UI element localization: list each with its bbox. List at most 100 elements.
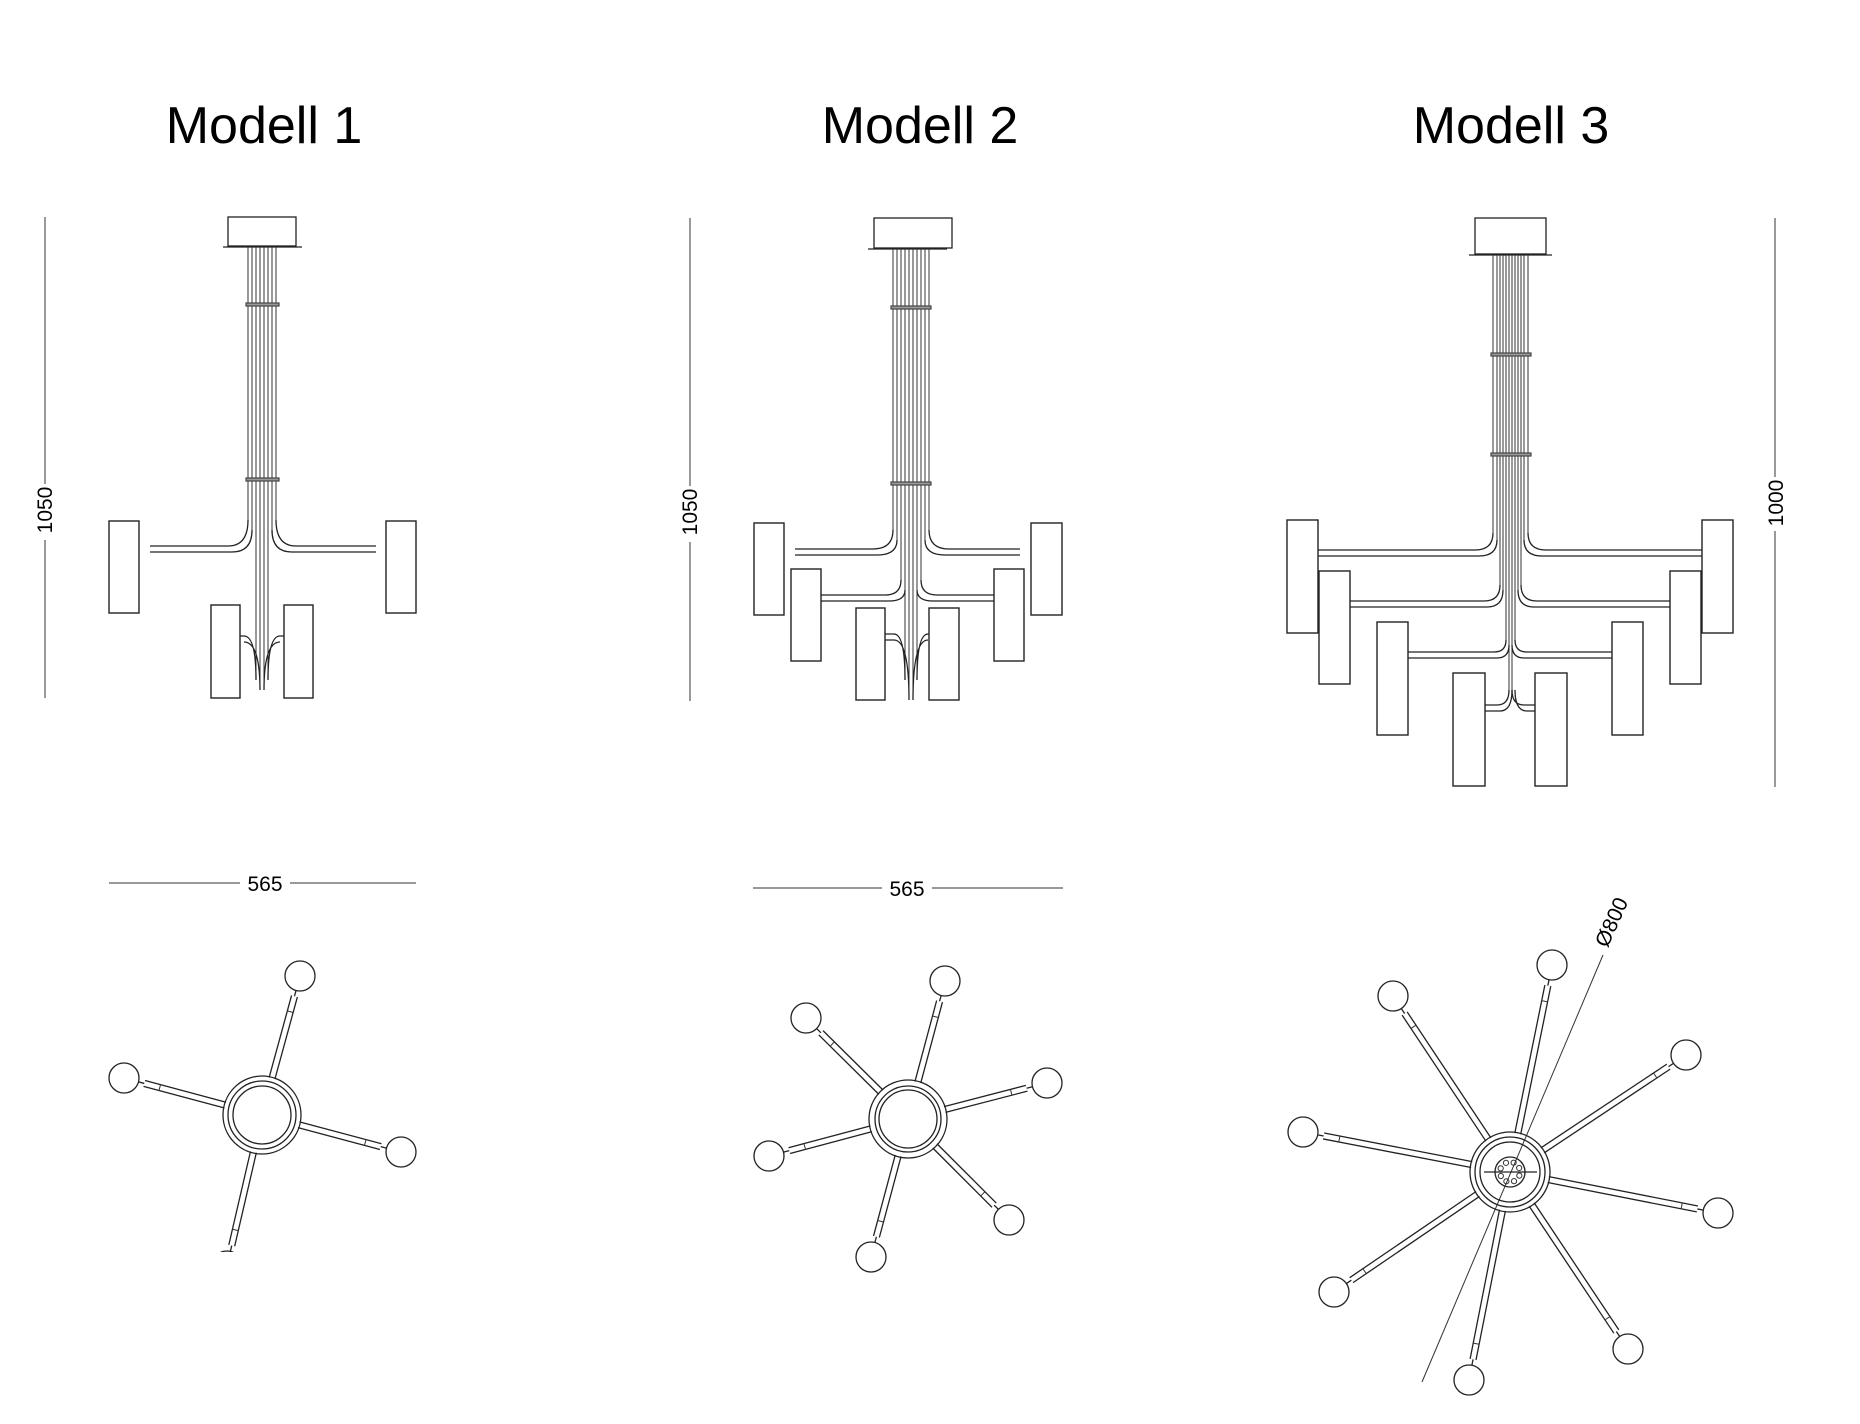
globe (1612, 1333, 1644, 1365)
mount-hole (1510, 1159, 1517, 1166)
globe (753, 1140, 785, 1172)
model-1-canopy (227, 216, 297, 247)
arm (138, 1079, 227, 1109)
model-2-top-view: 565 (753, 875, 1063, 1273)
arm (228, 1151, 257, 1252)
model-3-arm (1511, 689, 1545, 712)
arm (268, 990, 298, 1080)
hub-ring (232, 1085, 292, 1145)
model-3-arm (1511, 639, 1612, 659)
arm (943, 1084, 1033, 1114)
model-3-diameter-dimension-line (1421, 954, 1604, 1383)
model-2-lamp-shade (993, 568, 1025, 662)
arm (783, 1125, 873, 1155)
model-2-lamp-shade (928, 607, 960, 701)
arm (1514, 979, 1552, 1135)
mount-hole (1502, 1159, 1510, 1166)
globe (993, 1204, 1025, 1236)
model-1-stem (247, 247, 277, 690)
model-1-arm-bottom-right (263, 635, 284, 691)
mount-hole (1503, 1178, 1510, 1185)
hub-ring (1469, 1131, 1551, 1213)
model-3-lamp-shade (1376, 621, 1409, 736)
model-2-front-view: 1050 (675, 217, 1063, 701)
model-3-lamp-shade (1669, 570, 1702, 685)
mount-hole (1497, 1165, 1504, 1172)
hub-ring (227, 1080, 297, 1150)
model-1-lamp-shade (385, 520, 417, 614)
globe (1377, 980, 1409, 1012)
model-3-lamp-shade (1286, 519, 1319, 634)
model-3-top-arms (1287, 949, 1734, 1396)
model-2-arm (821, 579, 906, 602)
dim-gap (30, 484, 60, 540)
hub-ring (1479, 1141, 1541, 1203)
model-3-lamp-shade (1611, 621, 1644, 736)
model-1-stem-ring (245, 302, 280, 307)
hub-ring (878, 1089, 938, 1149)
model-1-width-label: 565 (247, 873, 282, 896)
globe (1031, 1067, 1063, 1099)
model-1-title: Modell 1 (166, 97, 363, 155)
model-3-canopy (1474, 217, 1547, 255)
model-1-lamp-shade (108, 520, 140, 614)
model-3-lamp-shade (1534, 672, 1568, 787)
globe (1536, 949, 1568, 981)
model-3-arm (1318, 532, 1498, 557)
hub-ring (874, 1085, 942, 1153)
model-3-front-view: 1000 (1286, 217, 1790, 787)
arm (932, 1143, 999, 1210)
arm (297, 1121, 387, 1151)
model-2-lamp-shade (790, 568, 822, 662)
model-1-height-label: 1050 (34, 487, 57, 534)
arm (1400, 1008, 1492, 1142)
model-3-stem-ring (1490, 352, 1532, 357)
model-2-top-arms (753, 965, 1063, 1273)
globe (1318, 1276, 1350, 1308)
arm (1469, 1209, 1507, 1366)
model-3-arm (1523, 532, 1702, 557)
globe (385, 1136, 417, 1168)
model-3-arm (1350, 584, 1504, 608)
arm (816, 1028, 884, 1095)
globe (108, 1062, 140, 1094)
mount-hole (1516, 1172, 1523, 1179)
model-2-title: Modell 2 (822, 97, 1019, 155)
model-1-top-view: 565 (108, 870, 417, 1252)
model-2-stem-ring (890, 305, 932, 310)
model-3-arm (1408, 639, 1510, 659)
model-3-stem-ring (1490, 452, 1532, 457)
model-2-arm (795, 529, 898, 556)
mount-hole (1510, 1178, 1518, 1185)
mount-hole (1497, 1172, 1504, 1180)
model-3-lamp-shade (1452, 672, 1486, 787)
model-2-stem-ring (890, 481, 932, 486)
globe (1287, 1116, 1319, 1148)
hub-ring (1474, 1136, 1546, 1208)
globe (1670, 1039, 1702, 1071)
model-3-diameter-label: Ø800 (1591, 894, 1633, 950)
model-3-arm (1485, 689, 1513, 712)
model-3-lamp-shade (1701, 519, 1734, 634)
model-2-arm (885, 633, 910, 701)
dim-gap (675, 486, 705, 542)
dim-gap (1760, 477, 1790, 531)
dim-gap (240, 870, 290, 894)
model-3-arm (1517, 584, 1670, 608)
model-2-lamp-shade (753, 522, 785, 616)
globe (855, 1241, 887, 1273)
arm (1317, 1132, 1473, 1169)
model-2-lamp-shade (1030, 522, 1063, 616)
arm (914, 995, 944, 1084)
model-1-lamp-shade (210, 604, 241, 699)
globe (220, 1250, 234, 1252)
model-3-stem (1492, 255, 1529, 690)
hub-ring (222, 1075, 302, 1155)
model-1-stem-ring (245, 477, 280, 482)
model-2-arm (912, 633, 929, 701)
hub-ring (868, 1079, 948, 1159)
model-3: Modell 3 1000 (1286, 97, 1790, 1396)
model-3-lamp-shade (1318, 570, 1351, 685)
dim-gap (882, 875, 932, 899)
